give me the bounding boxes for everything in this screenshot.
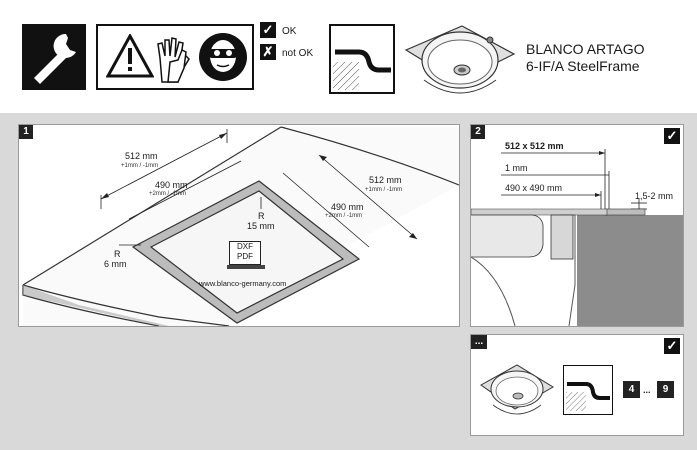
ok-check-icon: ✓ — [664, 128, 680, 144]
thickness-label: 1,5-2 mm — [635, 191, 674, 201]
safety-equipment-box — [96, 24, 254, 90]
ok-check-icon: ✓ — [260, 22, 276, 38]
inner-width-tolerance: +2mm / -1mm — [149, 191, 187, 197]
cutout-width-label: 512 mm — [125, 151, 158, 161]
cutout-size-label: 512 x 512 mm — [505, 141, 564, 151]
product-model: 6-IF/A SteelFrame — [526, 58, 640, 74]
inner-depth-tolerance: +2mm / -1mm — [325, 213, 363, 219]
pdf-file-label: PDF — [237, 252, 253, 261]
step-1-panel: 1 ✓ 512 mm +1mm / -1mm 490 mm +2mm / -1 — [18, 124, 460, 327]
inner-depth-label: 490 mm — [331, 202, 364, 212]
step-range-ellipsis: ... — [643, 385, 651, 395]
inner-size-label: 490 x 490 mm — [505, 183, 563, 193]
inner-radius-value: 15 mm — [247, 221, 275, 231]
product-name: BLANCO ARTAGO — [526, 41, 645, 57]
outer-radius-r: R — [114, 249, 121, 259]
inner-width-label: 490 mm — [155, 180, 188, 190]
cutout-depth-label: 512 mm — [369, 175, 402, 185]
inner-radius-r: R — [258, 211, 265, 221]
legend-not-ok-label: not OK — [282, 48, 314, 59]
website-label: www.blanco-germany.com — [199, 279, 287, 288]
section-drawing — [471, 149, 683, 326]
wrench-icon — [22, 24, 86, 90]
laptop-icon: DXF PDF — [227, 241, 265, 273]
cutout-depth-tolerance: +1mm / -1mm — [365, 187, 403, 193]
step-2-panel: 2 ✓ 512 x 512 mm 1 mm 490 x 490 mm 1,5-2… — [470, 124, 684, 327]
sink-illustration — [480, 364, 554, 415]
legend-ok-label: OK — [282, 26, 297, 37]
outer-radius-value: 6 mm — [104, 259, 127, 269]
countertop-profile-icon — [563, 365, 613, 415]
step-from-badge[interactable]: 4 — [623, 381, 640, 398]
step-to-badge[interactable]: 9 — [657, 381, 674, 398]
sink-illustration — [404, 25, 516, 94]
safety-goggles-icon — [199, 33, 247, 81]
warning-triangle-icon — [106, 34, 154, 78]
step-number: 1 — [19, 125, 33, 139]
step-number: 2 — [471, 125, 485, 139]
gloves-icon — [157, 37, 190, 83]
step-next-panel: ... ✓ 4 ... 9 — [470, 334, 684, 436]
dxf-file-label: DXF — [237, 242, 253, 251]
ok-check-icon: ✓ — [664, 338, 680, 354]
header: ✓ OK ✗ not OK BLANCO ARTAGO 6-IF/A Steel… — [0, 0, 697, 113]
gap-label: 1 mm — [505, 163, 528, 173]
cutout-width-tolerance: +1mm / -1mm — [121, 163, 159, 169]
countertop-drawing — [22, 126, 459, 326]
step-number: ... — [471, 335, 487, 349]
not-ok-cross-icon: ✗ — [260, 44, 276, 60]
countertop-profile-icon — [329, 24, 395, 94]
